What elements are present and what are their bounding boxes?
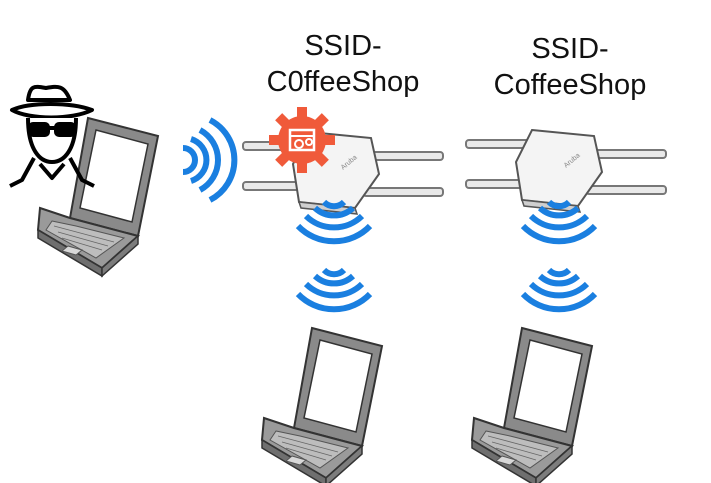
malware-gear-icon xyxy=(269,107,335,173)
legit-ssid-label: SSID- CoffeeShop xyxy=(460,31,680,103)
legit-ssid-line2: CoffeeShop xyxy=(493,69,647,101)
client-laptop-icon xyxy=(471,327,593,483)
rogue-ssid-line1: SSID- xyxy=(304,30,382,62)
legit-ap-wifi-signal-icon xyxy=(523,202,595,309)
rogue-ap-wifi-signal-icon xyxy=(298,202,370,309)
legit-access-point-icon xyxy=(465,129,667,213)
attacker-wifi-signal-icon xyxy=(182,117,238,203)
hacker-icon xyxy=(9,84,95,188)
rogue-ssid-line2: C0ffeeShop xyxy=(266,66,420,98)
rogue-ssid-label: SSID- C0ffeeShop xyxy=(233,28,453,100)
legit-ssid-line1: SSID- xyxy=(531,33,609,65)
victim-laptop-icon xyxy=(261,327,383,483)
